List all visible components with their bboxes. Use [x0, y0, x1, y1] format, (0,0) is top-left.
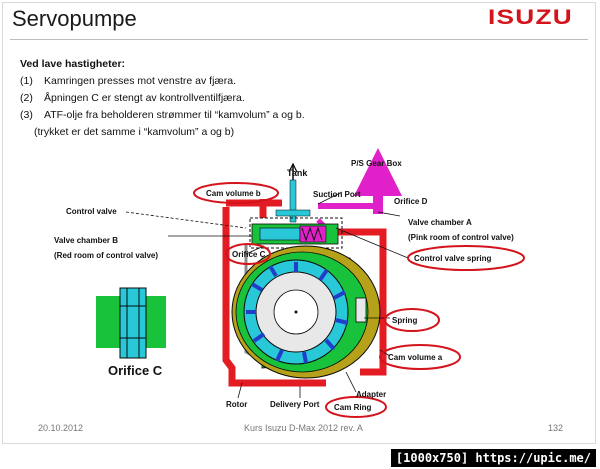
ellipse-cam-volume-a — [379, 344, 461, 370]
rotor-vanes — [246, 262, 349, 364]
label-valve-chamber-a: Valve chamber A — [408, 218, 472, 227]
label-pink-room: (Pink room of control valve) — [408, 233, 514, 242]
footer-date: 20.10.2012 — [38, 423, 84, 433]
label-cam-volume-b: Cam volume b — [206, 189, 261, 198]
label-rotor: Rotor — [226, 400, 247, 409]
label-suction-port: Suction Port — [313, 190, 361, 199]
label-cam-ring: Cam Ring — [334, 403, 371, 412]
footer-course: Kurs Isuzu D-Max 2012 rev. A — [244, 423, 363, 433]
control-valve — [249, 217, 343, 249]
pink-output — [316, 148, 402, 234]
isuzu-logo: ISUZU — [488, 6, 573, 29]
label-cam-volume-a: Cam volume a — [388, 353, 443, 362]
point-1: (1)Kamringen presses mot venstre av fjær… — [20, 75, 236, 87]
label-valve-chamber-b: Valve chamber B — [54, 236, 118, 245]
label-orifice-d: Orifice D — [394, 197, 428, 206]
label-adapter: Adapter — [356, 390, 386, 399]
label-control-valve: Control valve — [66, 207, 117, 216]
orifice-c-large-label: Orifice C — [108, 363, 163, 378]
ellipse-control-valve-spring — [407, 245, 525, 271]
highlight-ellipses — [193, 182, 525, 418]
slide-title: Servopumpe — [12, 6, 137, 31]
ellipse-cam-volume-b — [193, 182, 279, 204]
label-ps-gear-box: P/S Gear Box — [351, 159, 402, 168]
tank-lines — [275, 162, 311, 223]
ellipse-cam-ring — [325, 396, 387, 418]
intro-heading: Ved lave hastigheter: — [20, 58, 126, 70]
watermark: [1000x750] https://upic.me/ — [390, 449, 596, 467]
intro-text: Ved lave hastigheter: (1)Kamringen press… — [20, 56, 305, 141]
label-orifice-c: Orifice C — [232, 250, 266, 259]
ellipse-spring — [384, 308, 440, 332]
point-2: (2)Åpningen C er stengt av kontrollventi… — [20, 92, 245, 104]
ellipse-orifice-c — [225, 243, 271, 265]
leader-lines — [125, 191, 409, 399]
orifice-c-illustration — [96, 287, 166, 359]
pressure-note: (trykket er det samme i “kamvolum” a og … — [34, 126, 235, 138]
pump-assembly — [231, 245, 381, 379]
label-control-valve-spring: Control valve spring — [414, 254, 491, 263]
label-delivery-port: Delivery Port — [270, 400, 320, 409]
label-tank: Tank — [287, 168, 308, 178]
orifice-insert — [119, 287, 147, 359]
footer-page-number: 132 — [548, 423, 564, 433]
label-red-room: (Red room of control valve) — [54, 251, 158, 260]
label-spring: Spring — [392, 316, 417, 325]
spring-block — [355, 297, 367, 323]
title-divider — [10, 39, 588, 40]
point-3: (3)ATF-olje fra beholderen strømmer til … — [20, 109, 305, 121]
